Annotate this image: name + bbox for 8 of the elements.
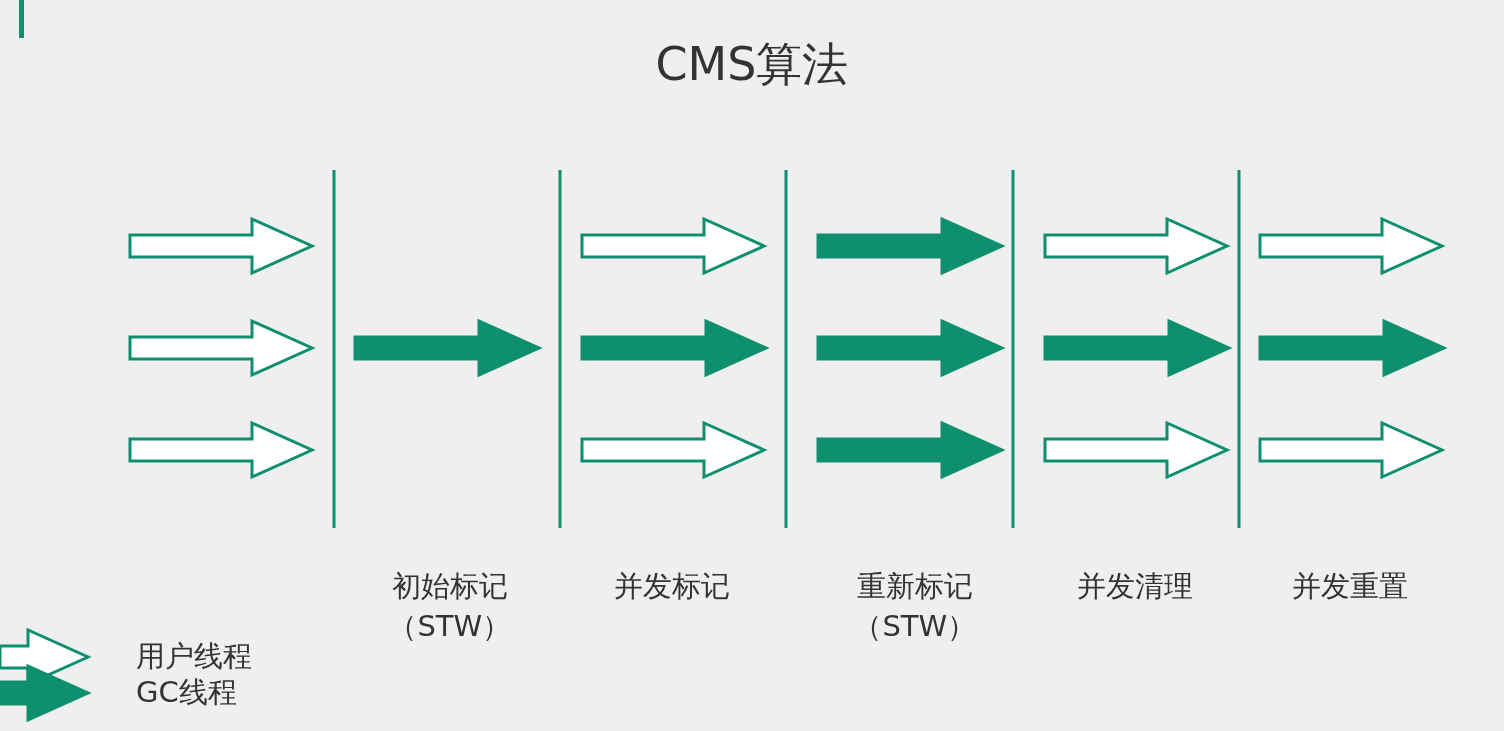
phase-label: 并发清理 bbox=[1075, 568, 1194, 605]
phase-label: 并发重置 bbox=[1290, 568, 1409, 605]
phase-label: 并发标记 bbox=[612, 568, 731, 605]
phase-label: 初始标记（STW） bbox=[387, 568, 513, 645]
legend-label: 用户线程 bbox=[136, 638, 252, 675]
diagram-title: CMS算法 bbox=[655, 36, 849, 93]
phase-label: 重新标记（STW） bbox=[852, 568, 978, 645]
legend-label: GC线程 bbox=[136, 674, 237, 711]
